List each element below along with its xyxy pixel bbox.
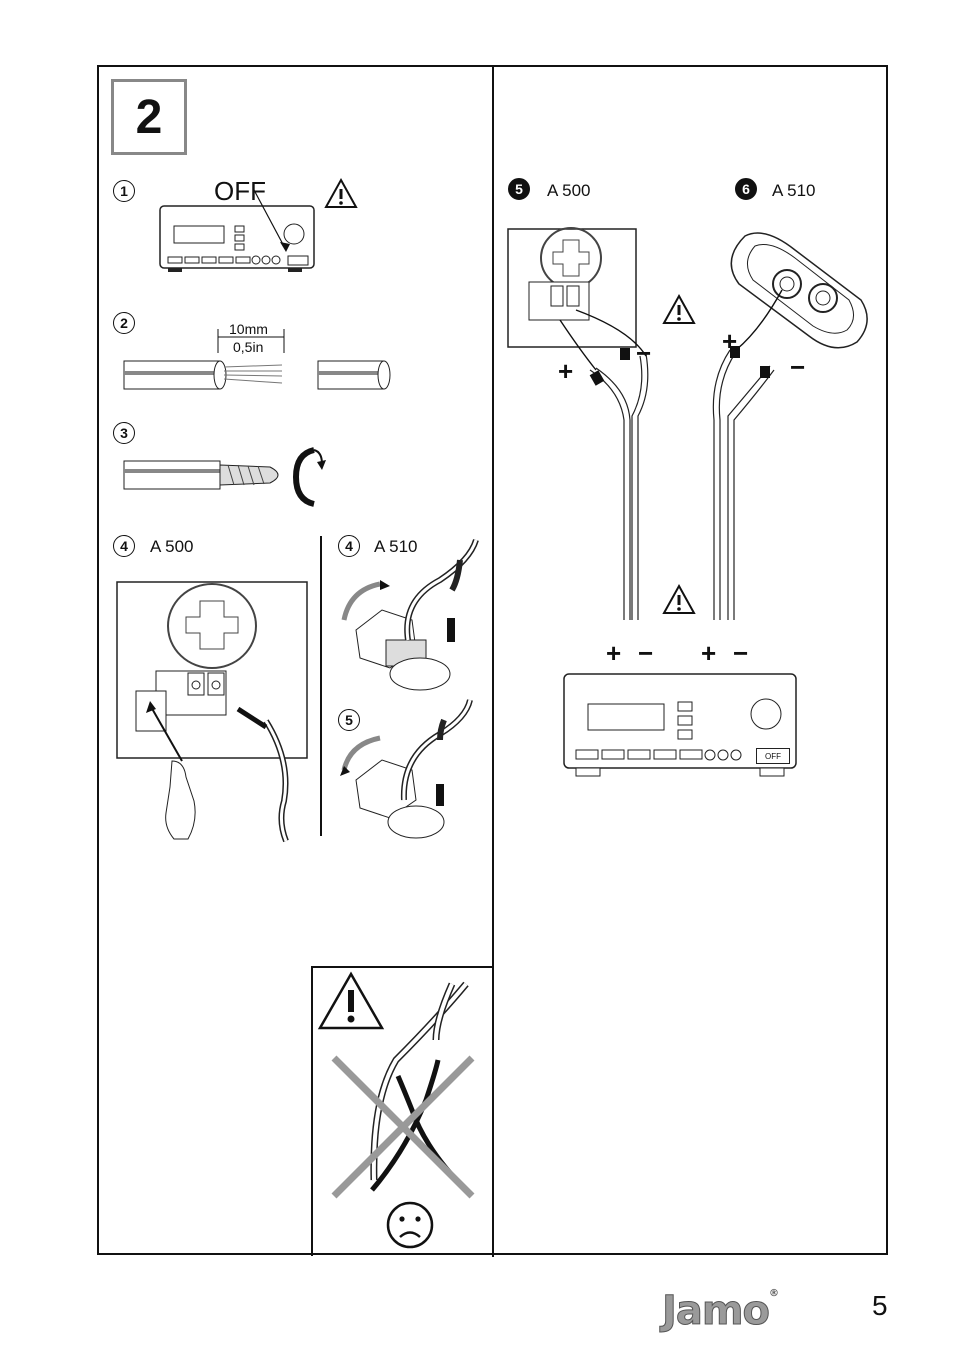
strip-length-in: 0,5in <box>233 339 264 355</box>
substep-6-badge: 6 <box>735 178 757 200</box>
warning-icon <box>324 177 358 208</box>
amplifier-small-illustration <box>159 189 315 272</box>
cross-icon <box>331 1055 475 1199</box>
step-number-box: 2 <box>111 79 187 155</box>
rotate-icon <box>292 447 326 507</box>
cable-twist-illustration <box>123 460 279 490</box>
off-label: OFF <box>214 176 266 206</box>
substep-5-badge: 5 <box>508 178 530 200</box>
cable-strip-illustration <box>123 329 391 390</box>
vertical-separator <box>320 536 322 836</box>
substep-3-badge: 3 <box>113 422 135 444</box>
brand-logo: Jamo® <box>661 1288 779 1335</box>
minus-sign: − <box>733 638 749 668</box>
substep-2-badge: 2 <box>113 312 135 334</box>
model-a510-label-right: A 510 <box>772 181 816 200</box>
a510-terminal-detail <box>730 232 868 349</box>
minus-sign: − <box>638 638 654 668</box>
minus-sign: − <box>790 352 806 382</box>
minus-sign: − <box>636 338 652 368</box>
a510-binding-post-secure <box>340 699 473 839</box>
model-a510-label: A 510 <box>374 537 418 556</box>
warning-icon <box>662 583 696 614</box>
a500-terminal-illustration <box>116 581 308 843</box>
plus-sign: + <box>606 638 622 668</box>
warning-icon <box>317 971 385 1030</box>
plus-sign: + <box>701 638 717 668</box>
strip-length-mm: 10mm <box>229 321 268 337</box>
sad-face-icon <box>386 1201 434 1249</box>
a510-binding-post-tighten <box>341 538 479 691</box>
column-divider <box>492 65 494 1257</box>
crossed-cables-illustration <box>370 981 469 1192</box>
substep-5b-badge: 5 <box>338 709 360 731</box>
amp-off-button-label: OFF <box>756 748 790 764</box>
model-a500-label-right: A 500 <box>547 181 591 200</box>
substep-4b-badge: 4 <box>338 535 360 557</box>
substep-4-badge: 4 <box>113 535 135 557</box>
amplifier-illustration <box>563 673 797 777</box>
speaker-cables-illustration <box>559 289 783 620</box>
page-number: 5 <box>872 1290 888 1321</box>
brand-logo-text: Jamo <box>661 1288 770 1335</box>
brand-registered-mark: ® <box>769 1288 779 1299</box>
warning-icon <box>662 293 696 324</box>
substep-1-badge: 1 <box>113 180 135 202</box>
plus-sign: + <box>722 326 738 356</box>
cable-crossing-warning-box <box>311 966 494 1256</box>
plus-sign: + <box>558 356 574 386</box>
model-a500-label: A 500 <box>150 537 194 556</box>
